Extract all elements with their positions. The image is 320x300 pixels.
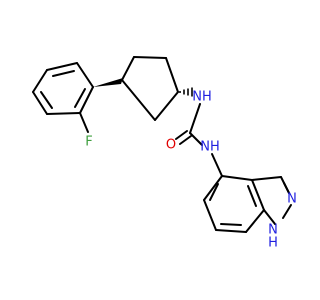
urea-nh-bottom-label: NH <box>200 140 220 155</box>
indazole-benzene-ring <box>203 175 265 233</box>
indazole-n1-label: N <box>268 223 278 238</box>
urea-core <box>175 103 203 146</box>
cyclopentane-ring <box>121 56 179 121</box>
molecule-diagram: F NH O NH N N H <box>32 56 297 251</box>
indazole-pyrazole-ring <box>251 176 292 225</box>
indazole-n2-label: N <box>287 192 297 207</box>
fluorine-label: F <box>85 135 92 150</box>
stereo-wedge-phenyl <box>93 78 123 87</box>
nh-to-indazole-bond <box>211 153 223 177</box>
urea-nh-top-label: NH <box>192 90 212 105</box>
indazole-n1-h-label: H <box>268 236 278 251</box>
carbonyl-oxygen-label: O <box>166 138 176 153</box>
stereo-hash-nh <box>179 87 193 97</box>
fluorophenyl-ring <box>32 62 94 133</box>
structure-svg: F NH O NH N N H <box>32 56 297 251</box>
